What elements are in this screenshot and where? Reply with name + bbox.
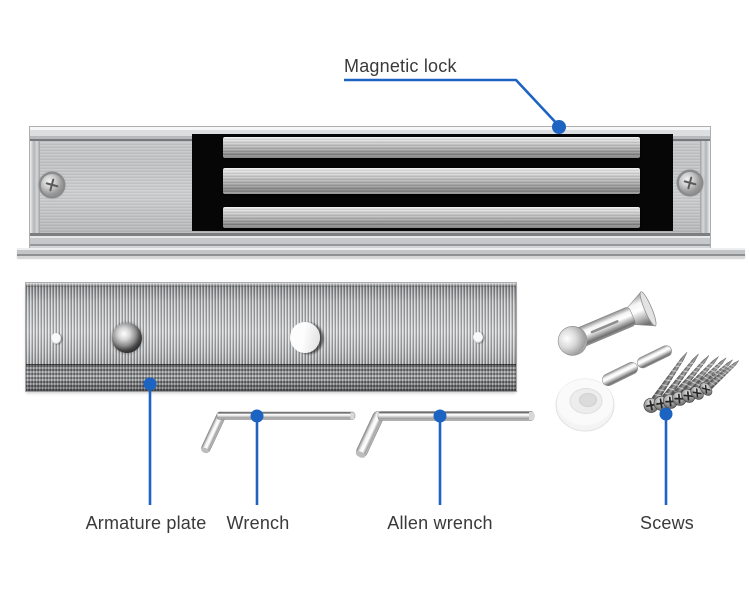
magnet-core-strip bbox=[223, 168, 640, 194]
plate-pin-hole bbox=[51, 333, 61, 344]
plate-rubber-peg bbox=[290, 322, 320, 353]
allen-wrench-long-arm bbox=[377, 411, 535, 421]
roll-pin-image bbox=[602, 362, 638, 386]
plate-bolt-socket bbox=[112, 323, 142, 353]
guide-pin-image bbox=[557, 291, 657, 356]
roll-pin-image bbox=[637, 345, 672, 369]
lock-magnet-recess bbox=[192, 134, 673, 231]
wrench-long-arm bbox=[216, 411, 356, 420]
phillips-screw-icon bbox=[679, 172, 701, 194]
label-armature-plate: Armature plate bbox=[85, 513, 207, 533]
magnet-core-strip bbox=[223, 207, 640, 228]
magnetic-lock-leader-line bbox=[344, 78, 560, 127]
phillips-screw-icon bbox=[41, 174, 63, 196]
label-allen-wrench: Allen wrench bbox=[387, 513, 493, 533]
magnetic-lock-image bbox=[30, 127, 710, 248]
allen-wrench-image bbox=[355, 411, 535, 458]
lock-left-end bbox=[30, 141, 40, 233]
lock-mounting-flange bbox=[17, 248, 745, 258]
label-magnetic-lock: Magnetic lock bbox=[344, 56, 457, 76]
allen-wrench-short-arm bbox=[355, 411, 384, 458]
wrench-image bbox=[201, 411, 356, 454]
label-wrench: Wrench bbox=[226, 513, 290, 533]
wrench-short-arm bbox=[201, 411, 226, 454]
magnet-core-strip bbox=[223, 137, 640, 158]
hardware-kit-image bbox=[555, 291, 745, 432]
plate-bottom-bevel bbox=[26, 364, 516, 391]
plate-pin-hole bbox=[473, 332, 483, 343]
washer-image bbox=[555, 378, 615, 432]
label-screws: Scews bbox=[639, 513, 695, 533]
armature-plate-image bbox=[26, 283, 516, 391]
lock-bottom-grooves bbox=[30, 233, 710, 248]
lock-right-end bbox=[700, 141, 710, 233]
